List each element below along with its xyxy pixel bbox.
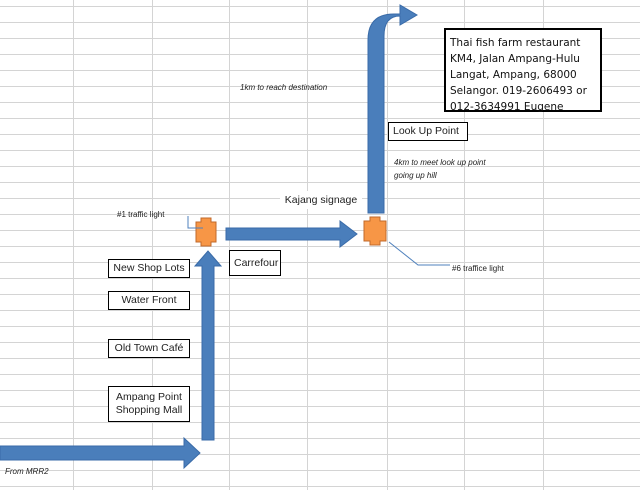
ampang-point-shopping-mall-label: Ampang Point Shopping Mall [108, 386, 190, 422]
kajang-signage-label: Kajang signage [280, 191, 362, 209]
arrow-up-hill-to-restaurant [367, 4, 418, 214]
traffic-light-1-label: #1 traffic light [117, 210, 165, 219]
traffic-light-1-icon [195, 217, 217, 247]
look-up-point-label: Look Up Point [388, 122, 468, 141]
pointer-line-traffic-light-6 [388, 241, 450, 266]
reach-destination-note: 1km to reach destination [240, 83, 328, 92]
arrow-north-ampang-road [193, 250, 223, 441]
carrefour-label: Carrefour [229, 250, 281, 276]
water-front-label: Water Front [108, 291, 190, 310]
arrow-from-mrr2 [0, 436, 201, 470]
meet-look-up-point-note: 4km to meet look up point going up hill [394, 158, 486, 180]
old-town-cafe-label: Old Town Café [108, 339, 190, 358]
restaurant-address-box: Thai fish farm restaurant KM4, Jalan Amp… [444, 28, 602, 113]
traffic-light-6-label: #6 traffice light [452, 264, 504, 273]
from-mrr2-label: From MRR2 [5, 467, 49, 476]
new-shop-lots-label: New Shop Lots [108, 259, 190, 278]
traffic-light-6-icon [363, 216, 387, 246]
arrow-east-to-kajang-junction [225, 219, 358, 249]
pointer-line-traffic-light-1 [187, 216, 203, 229]
